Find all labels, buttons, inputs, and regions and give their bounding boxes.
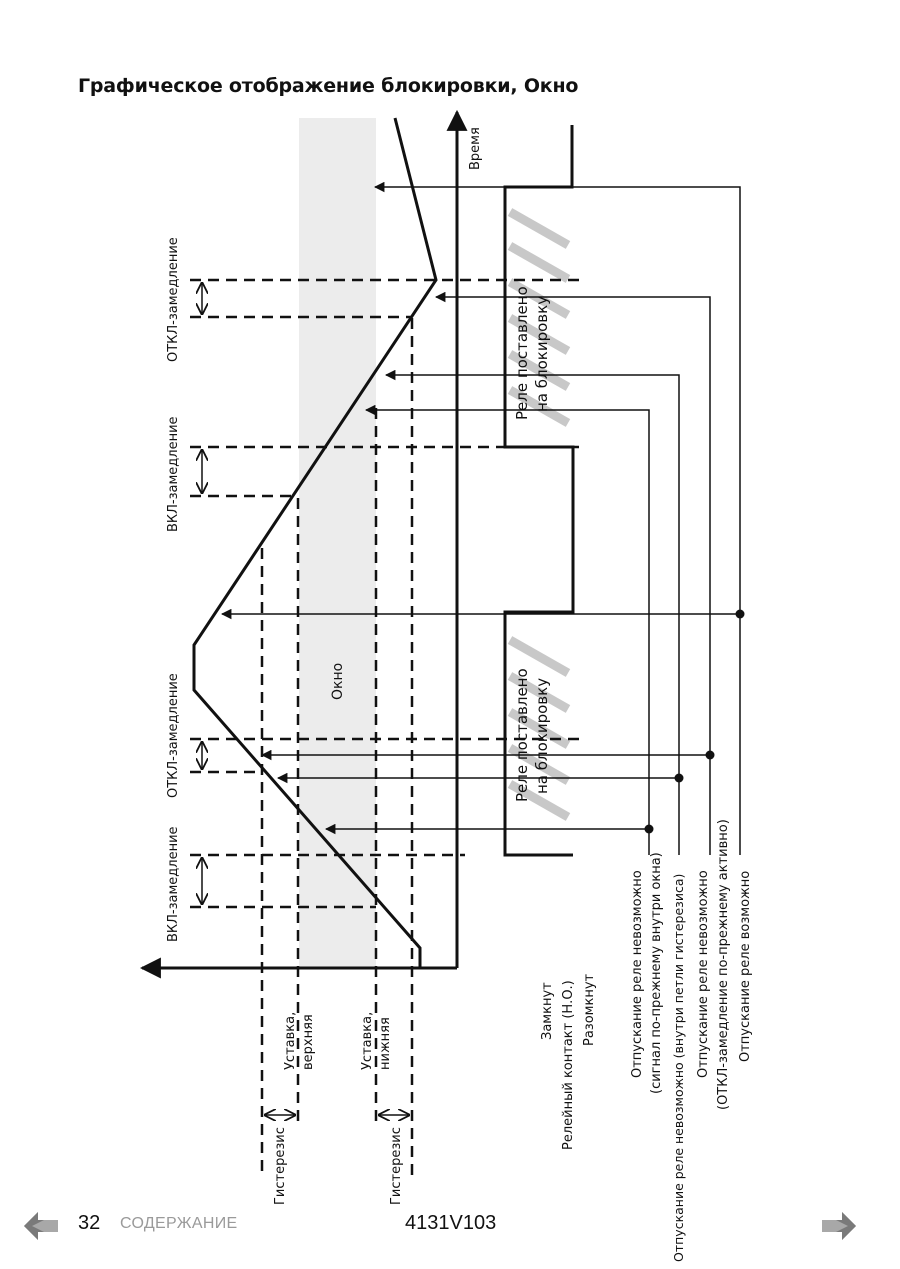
off-delay-label-bottom: ОТКЛ-замедление — [166, 673, 181, 798]
release-impossible-delay-line1: Отпускание реле невозможно — [696, 870, 711, 1078]
document-code: 4131V103 — [405, 1212, 497, 1234]
hysteresis-upper-label: Гистерезис — [273, 1127, 288, 1205]
relay-locked-label-top-line2: на блокировку — [533, 296, 551, 412]
hysteresis-lower-label: Гистерезис — [389, 1127, 404, 1205]
contact-closed-label: Замкнут — [540, 982, 555, 1040]
release-impossible-hysteresis: Отпускание реле невозможно (внутри петли… — [671, 874, 686, 1262]
relay-locked-label-bottom-line2: на блокировку — [533, 678, 551, 794]
junction-dots — [644, 609, 745, 834]
contact-label: Релейный контакт (Н.О.) — [561, 980, 576, 1150]
indicator-arrows — [220, 181, 741, 855]
off-delay-label-top: ОТКЛ-замедление — [166, 237, 181, 362]
release-impossible-delay-line2: (ОТКЛ-замедление по-прежнему активно) — [716, 819, 731, 1110]
relay-locked-label-top-line1: Реле поставлено — [513, 286, 531, 420]
setpoint-lower-line2: нижняя — [378, 1017, 393, 1070]
release-possible-label: Отпускание реле возможно — [738, 871, 753, 1062]
contact-open-label: Разомкнут — [582, 973, 597, 1046]
setpoint-dashed-lines — [260, 318, 414, 1178]
signal-curve — [192, 117, 438, 968]
arrow-right-icon[interactable] — [818, 1208, 858, 1244]
setpoint-upper-line2: верхняя — [301, 1014, 316, 1070]
page-number: 32 — [78, 1212, 101, 1234]
page-footer: 32 СОДЕРЖАНИЕ 4131V103 — [0, 1208, 900, 1244]
release-impossible-window-line1: Отпускание реле невозможно — [630, 870, 645, 1078]
locked-hatching-bottom — [507, 636, 571, 821]
locked-hatching-top — [507, 208, 571, 427]
setpoint-upper-line1: Уставка, — [283, 1012, 298, 1070]
relay-locked-label-bottom-line1: Реле поставлено — [513, 668, 531, 802]
release-impossible-window-line2: (сигнал по-прежнему внутри окна) — [649, 852, 664, 1094]
page-title: Графическое отображение блокировки, Окно — [78, 75, 579, 97]
window-label: Окно — [330, 663, 346, 700]
window-band — [299, 118, 376, 968]
setpoint-lower-line1: Уставка, — [360, 1012, 375, 1070]
on-delay-label-bottom: ВКЛ-замедление — [166, 826, 181, 942]
arrow-left-icon[interactable] — [22, 1208, 62, 1244]
time-axis-label: Время — [468, 127, 483, 170]
on-delay-label-top: ВКЛ-замедление — [166, 416, 181, 532]
toc-link[interactable]: СОДЕРЖАНИЕ — [120, 1215, 238, 1232]
